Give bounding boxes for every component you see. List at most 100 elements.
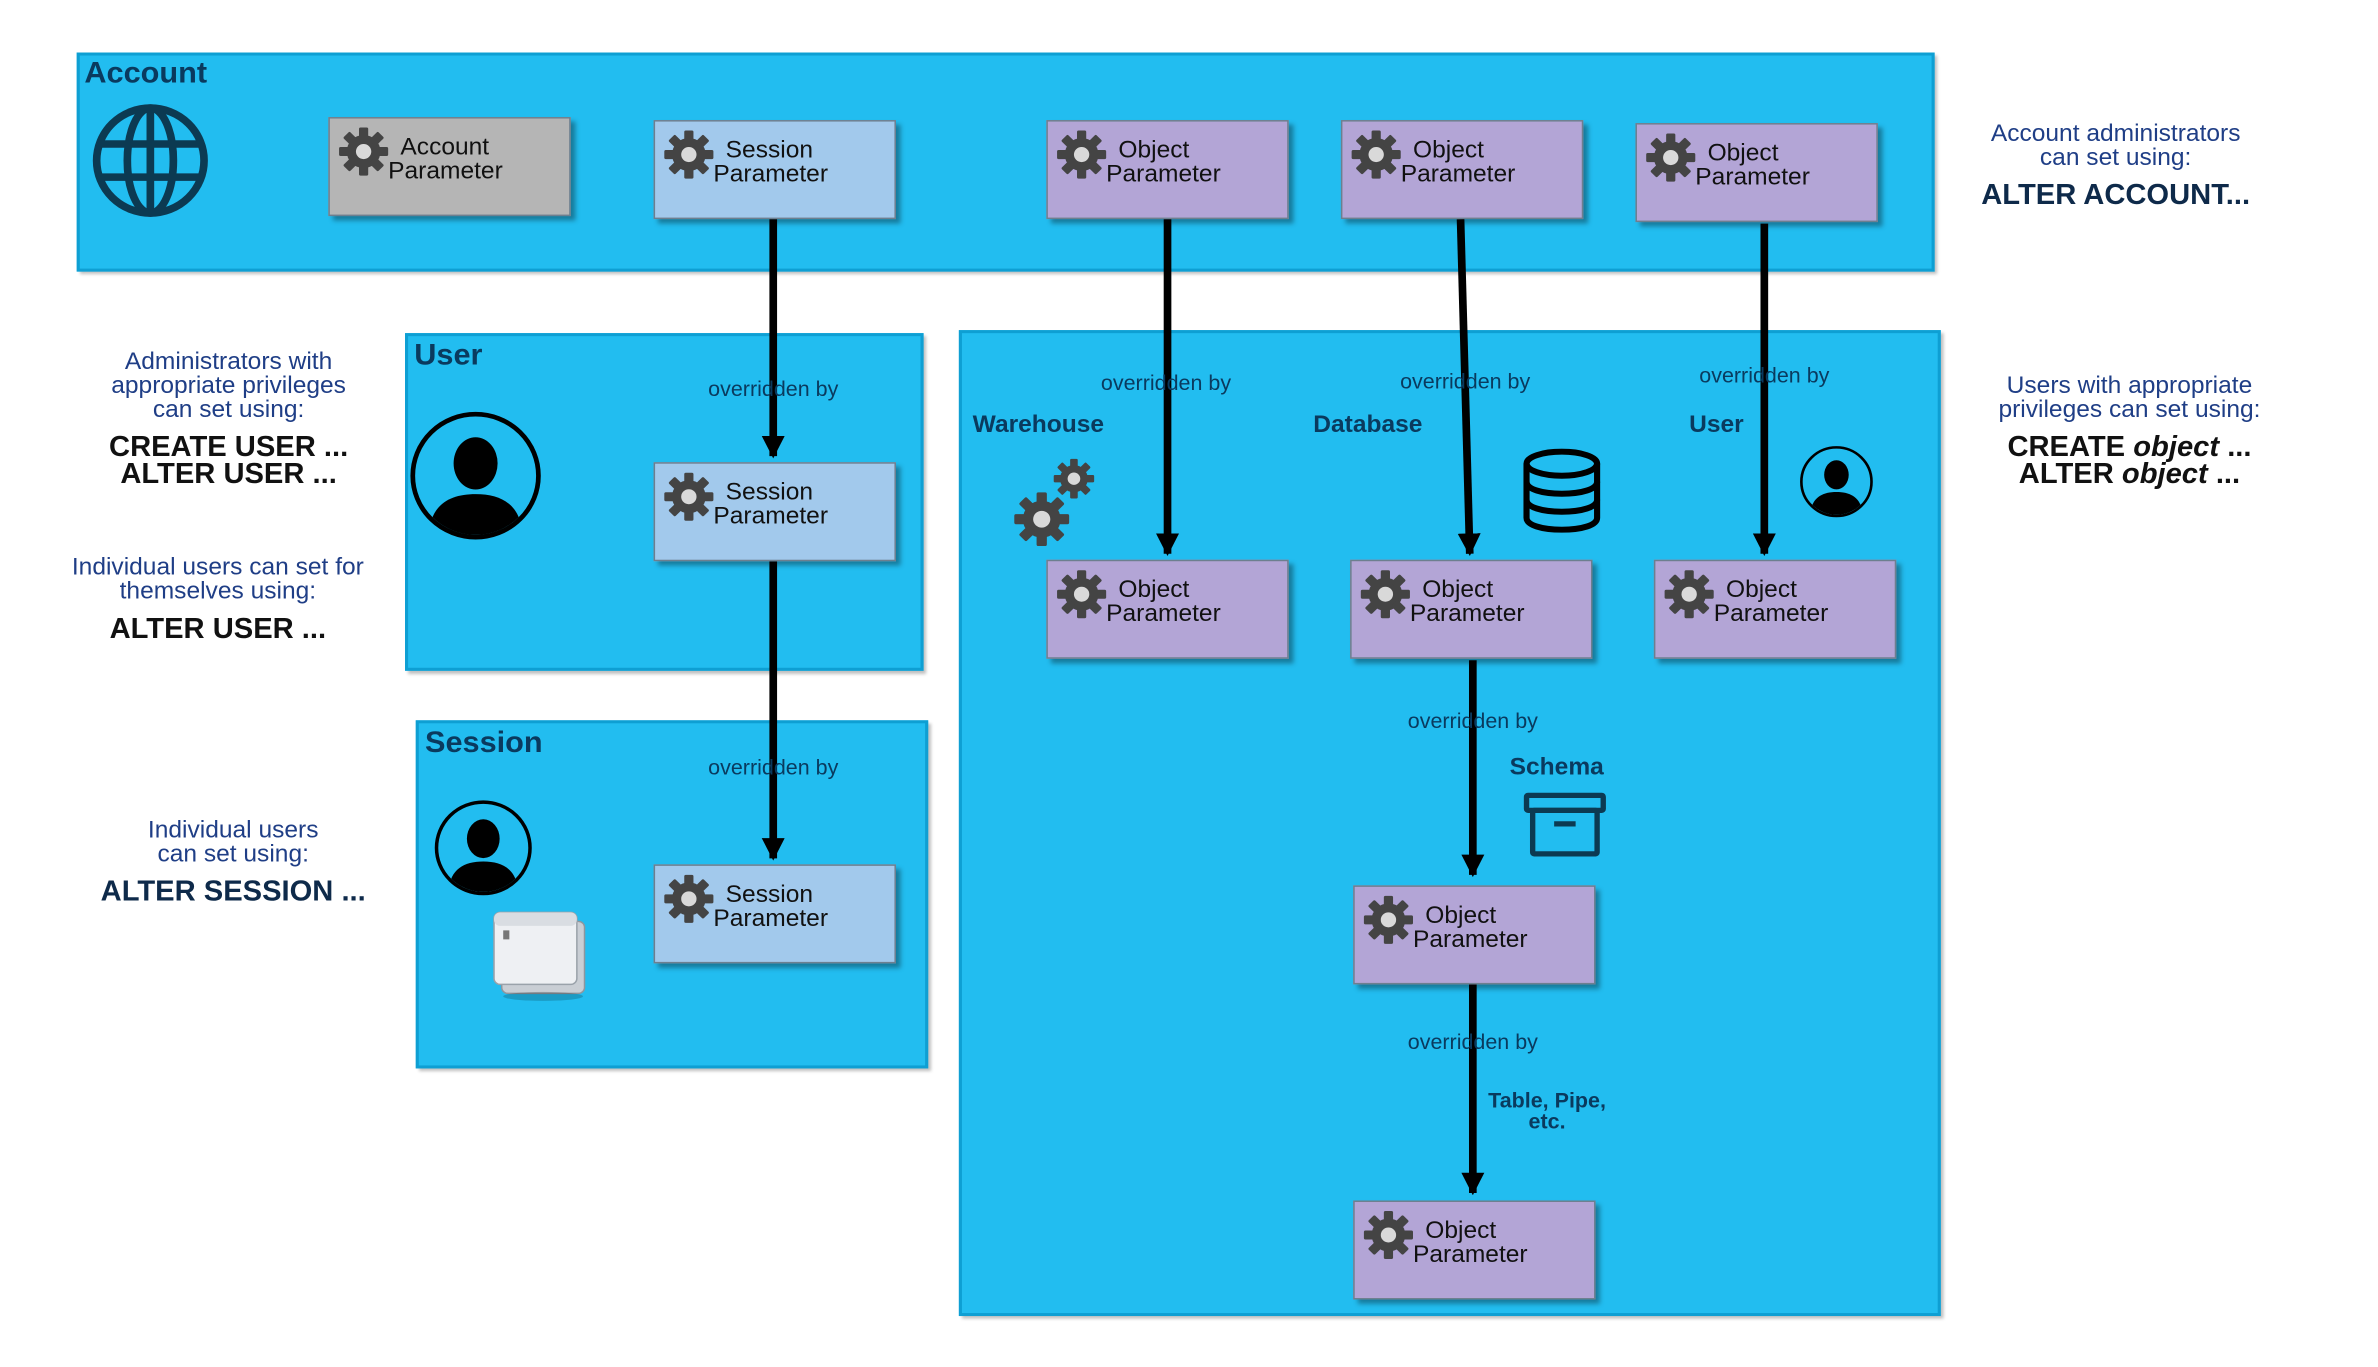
note-command: ALTER USER ... — [120, 459, 337, 491]
note-line: Individual users can set for — [71, 555, 364, 581]
object-user-label: User — [1689, 412, 1744, 439]
param-label-line1: Object — [1707, 141, 1779, 167]
param-label-line1: Object — [1118, 138, 1190, 164]
gear-icon — [1359, 569, 1411, 620]
note-command: ALTER ACCOUNT... — [1981, 180, 2251, 212]
user-avatar-icon — [1800, 446, 1874, 518]
note-command-verb: CREATE — [2007, 432, 2126, 464]
gear-icon — [1645, 132, 1697, 183]
param-label-line2: Parameter — [388, 159, 503, 185]
param-label-line2: Parameter — [1412, 927, 1528, 953]
gears-icon — [1014, 458, 1095, 547]
param-label-line1: Object — [1425, 1218, 1497, 1244]
param-label-line2: Parameter — [713, 504, 829, 530]
param-label-line1: Object — [1425, 903, 1497, 929]
param-label-line2: Parameter — [1713, 601, 1829, 628]
edge-label-schema: overridden by — [1407, 708, 1538, 733]
globe-icon — [92, 104, 208, 217]
param-label-line1: Account — [400, 135, 490, 161]
note-individual-self: Individual users can set for themselves … — [71, 555, 364, 646]
note-command: CREATE object ... — [1998, 432, 2260, 464]
session-region-title: Session — [424, 726, 543, 760]
param-label-line2: Parameter — [1412, 1242, 1528, 1269]
note-line: privileges can set using: — [1998, 397, 2261, 424]
note-line: Users with appropriate — [2006, 373, 2253, 400]
edge-label-session-2: overridden by — [708, 754, 839, 779]
note-individual-session: Individual users can set using: ALTER SE… — [100, 817, 366, 908]
database-icon — [1523, 448, 1601, 533]
note-command-ellipsis: ... — [2227, 432, 2252, 464]
note-admin-users: Administrators with appropriate privileg… — [109, 349, 349, 491]
edge-label-table: overridden by — [1407, 1029, 1538, 1054]
param-label-line2: Parameter — [1106, 601, 1221, 628]
user-avatar-icon — [434, 800, 532, 896]
object-region — [958, 330, 1941, 1317]
archive-box-icon — [1523, 792, 1606, 857]
param-label-line2: Parameter — [713, 162, 829, 188]
warehouse-label: Warehouse — [972, 412, 1105, 439]
gear-icon — [338, 126, 390, 177]
gear-icon — [1056, 129, 1108, 180]
account-region-title: Account — [84, 57, 208, 91]
edge-label-session-1: overridden by — [708, 376, 839, 401]
param-label-line1: Object — [1725, 577, 1797, 604]
param-label-line2: Parameter — [1400, 162, 1516, 188]
note-account-admin: Account administrators can set using: AL… — [1981, 121, 2251, 212]
schema-label: Schema — [1509, 754, 1604, 781]
note-command: ALTER object ... — [1998, 459, 2260, 491]
note-line: Account administrators — [1990, 121, 2241, 148]
note-command: ALTER SESSION ... — [100, 876, 366, 908]
param-label-line1: Session — [725, 480, 814, 506]
note-users-privileges: Users with appropriate privileges can se… — [1998, 373, 2261, 491]
edge-label-user: overridden by — [1699, 363, 1830, 388]
note-line: can set using: — [152, 397, 305, 424]
note-line: appropriate privileges — [111, 373, 346, 400]
gear-icon — [663, 471, 715, 522]
table-pipe-label-line1: Table, Pipe, — [1488, 1087, 1606, 1112]
table-pipe-label-line2: etc. — [1528, 1108, 1566, 1133]
window-icon — [493, 911, 586, 1001]
table-pipe-label: Table, Pipe, etc. — [1488, 1089, 1606, 1131]
param-label-line1: Object — [1412, 138, 1484, 164]
gear-icon — [663, 873, 715, 924]
note-command: CREATE USER ... — [109, 432, 349, 464]
user-avatar-icon — [410, 411, 542, 540]
param-label-line2: Parameter — [1106, 162, 1221, 188]
param-label-line2: Parameter — [713, 906, 829, 932]
param-label-line2: Parameter — [1695, 165, 1810, 191]
gear-icon — [1350, 129, 1402, 180]
gear-icon — [663, 129, 715, 180]
note-line: can set using: — [2039, 145, 2192, 172]
arrow-object-account-to-database — [1456, 218, 1481, 556]
note-line: Administrators with — [124, 349, 333, 376]
param-label-line1: Session — [725, 138, 814, 164]
gear-icon — [1663, 569, 1715, 620]
note-line: Individual users — [147, 817, 319, 844]
gear-icon — [1056, 569, 1108, 620]
user-region-title: User — [414, 339, 483, 373]
note-command: ALTER USER ... — [109, 613, 327, 646]
edge-label-database: overridden by — [1400, 369, 1531, 394]
note-command-verb: ALTER — [2018, 459, 2114, 491]
note-line: themselves using: — [119, 579, 317, 605]
param-label-line1: Session — [725, 882, 814, 908]
gear-icon — [1362, 1209, 1414, 1260]
note-command-ellipsis: ... — [2215, 459, 2241, 491]
param-label-line1: Object — [1422, 577, 1494, 604]
note-command-object: object — [2133, 432, 2220, 464]
note-line: can set using: — [157, 841, 309, 868]
param-label-line2: Parameter — [1409, 601, 1525, 628]
param-label-line1: Object — [1118, 577, 1190, 604]
